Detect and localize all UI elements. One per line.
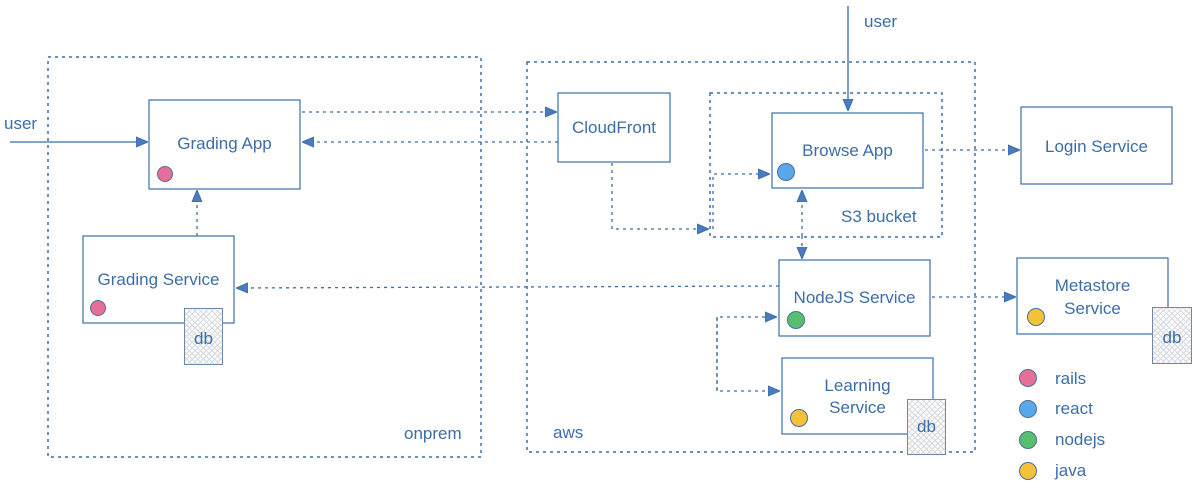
- learning-db-icon: db: [907, 399, 946, 455]
- grading-app-label: Grading App: [177, 134, 272, 153]
- user-label-left: user: [4, 114, 38, 133]
- java-icon: [790, 409, 808, 427]
- onprem-label: onprem: [404, 424, 462, 443]
- legend-nodejs-swatch: [1019, 431, 1037, 449]
- nodejs-service-label: NodeJS Service: [793, 288, 916, 307]
- user-label-top: user: [864, 12, 898, 31]
- login-service-box[interactable]: [1020, 106, 1173, 185]
- s3-bucket-label: S3 bucket: [841, 207, 917, 226]
- grading-service-label: Grading Service: [97, 270, 220, 289]
- onprem-region: [47, 56, 482, 458]
- legend-react-swatch: [1019, 400, 1037, 418]
- legend-rails-swatch: [1019, 369, 1037, 387]
- learning-to-nodejs-arrow: [716, 317, 776, 391]
- grading-app-box[interactable]: [148, 99, 301, 190]
- aws-region: [526, 61, 976, 453]
- legend-java-swatch: [1019, 462, 1037, 480]
- rails-icon: [157, 166, 173, 182]
- browse-app-label: Browse App: [802, 141, 893, 160]
- legend-rails-label: rails: [1055, 369, 1087, 388]
- rails-icon: [90, 300, 106, 316]
- legend-java-label: java: [1055, 461, 1087, 480]
- legend-react-label: react: [1055, 399, 1093, 418]
- cloudfront-label: CloudFront: [571, 118, 657, 137]
- react-icon: [777, 163, 795, 181]
- grading-db-icon: db: [184, 308, 223, 365]
- metastore-db-icon: db: [1152, 307, 1192, 364]
- db-label: db: [917, 417, 936, 436]
- java-icon: [1027, 308, 1045, 326]
- aws-label: aws: [553, 423, 584, 442]
- db-label: db: [194, 329, 213, 348]
- learning-service-label-line2: Service: [829, 398, 886, 417]
- metastore-service-label-line1: Metastore: [1054, 276, 1131, 295]
- legend-nodejs-label: nodejs: [1055, 430, 1106, 449]
- metastore-service-label-line2: Service: [1064, 299, 1121, 318]
- db-label: db: [1162, 328, 1182, 347]
- nodejs-to-grading-service-arrow: [237, 286, 780, 288]
- login-service-label: Login Service: [1044, 137, 1148, 156]
- browse-app-box[interactable]: [771, 112, 924, 189]
- s3-to-browse-app-arrow: [712, 174, 769, 229]
- s3-bucket-region: [709, 92, 943, 238]
- cloudfront-to-s3-arrow: [611, 163, 708, 229]
- nodejs-to-learning-arrow: [716, 317, 779, 391]
- cloudfront-box[interactable]: [557, 92, 671, 163]
- nodejs-icon: [787, 311, 805, 329]
- learning-service-label-line1: Learning: [824, 376, 891, 395]
